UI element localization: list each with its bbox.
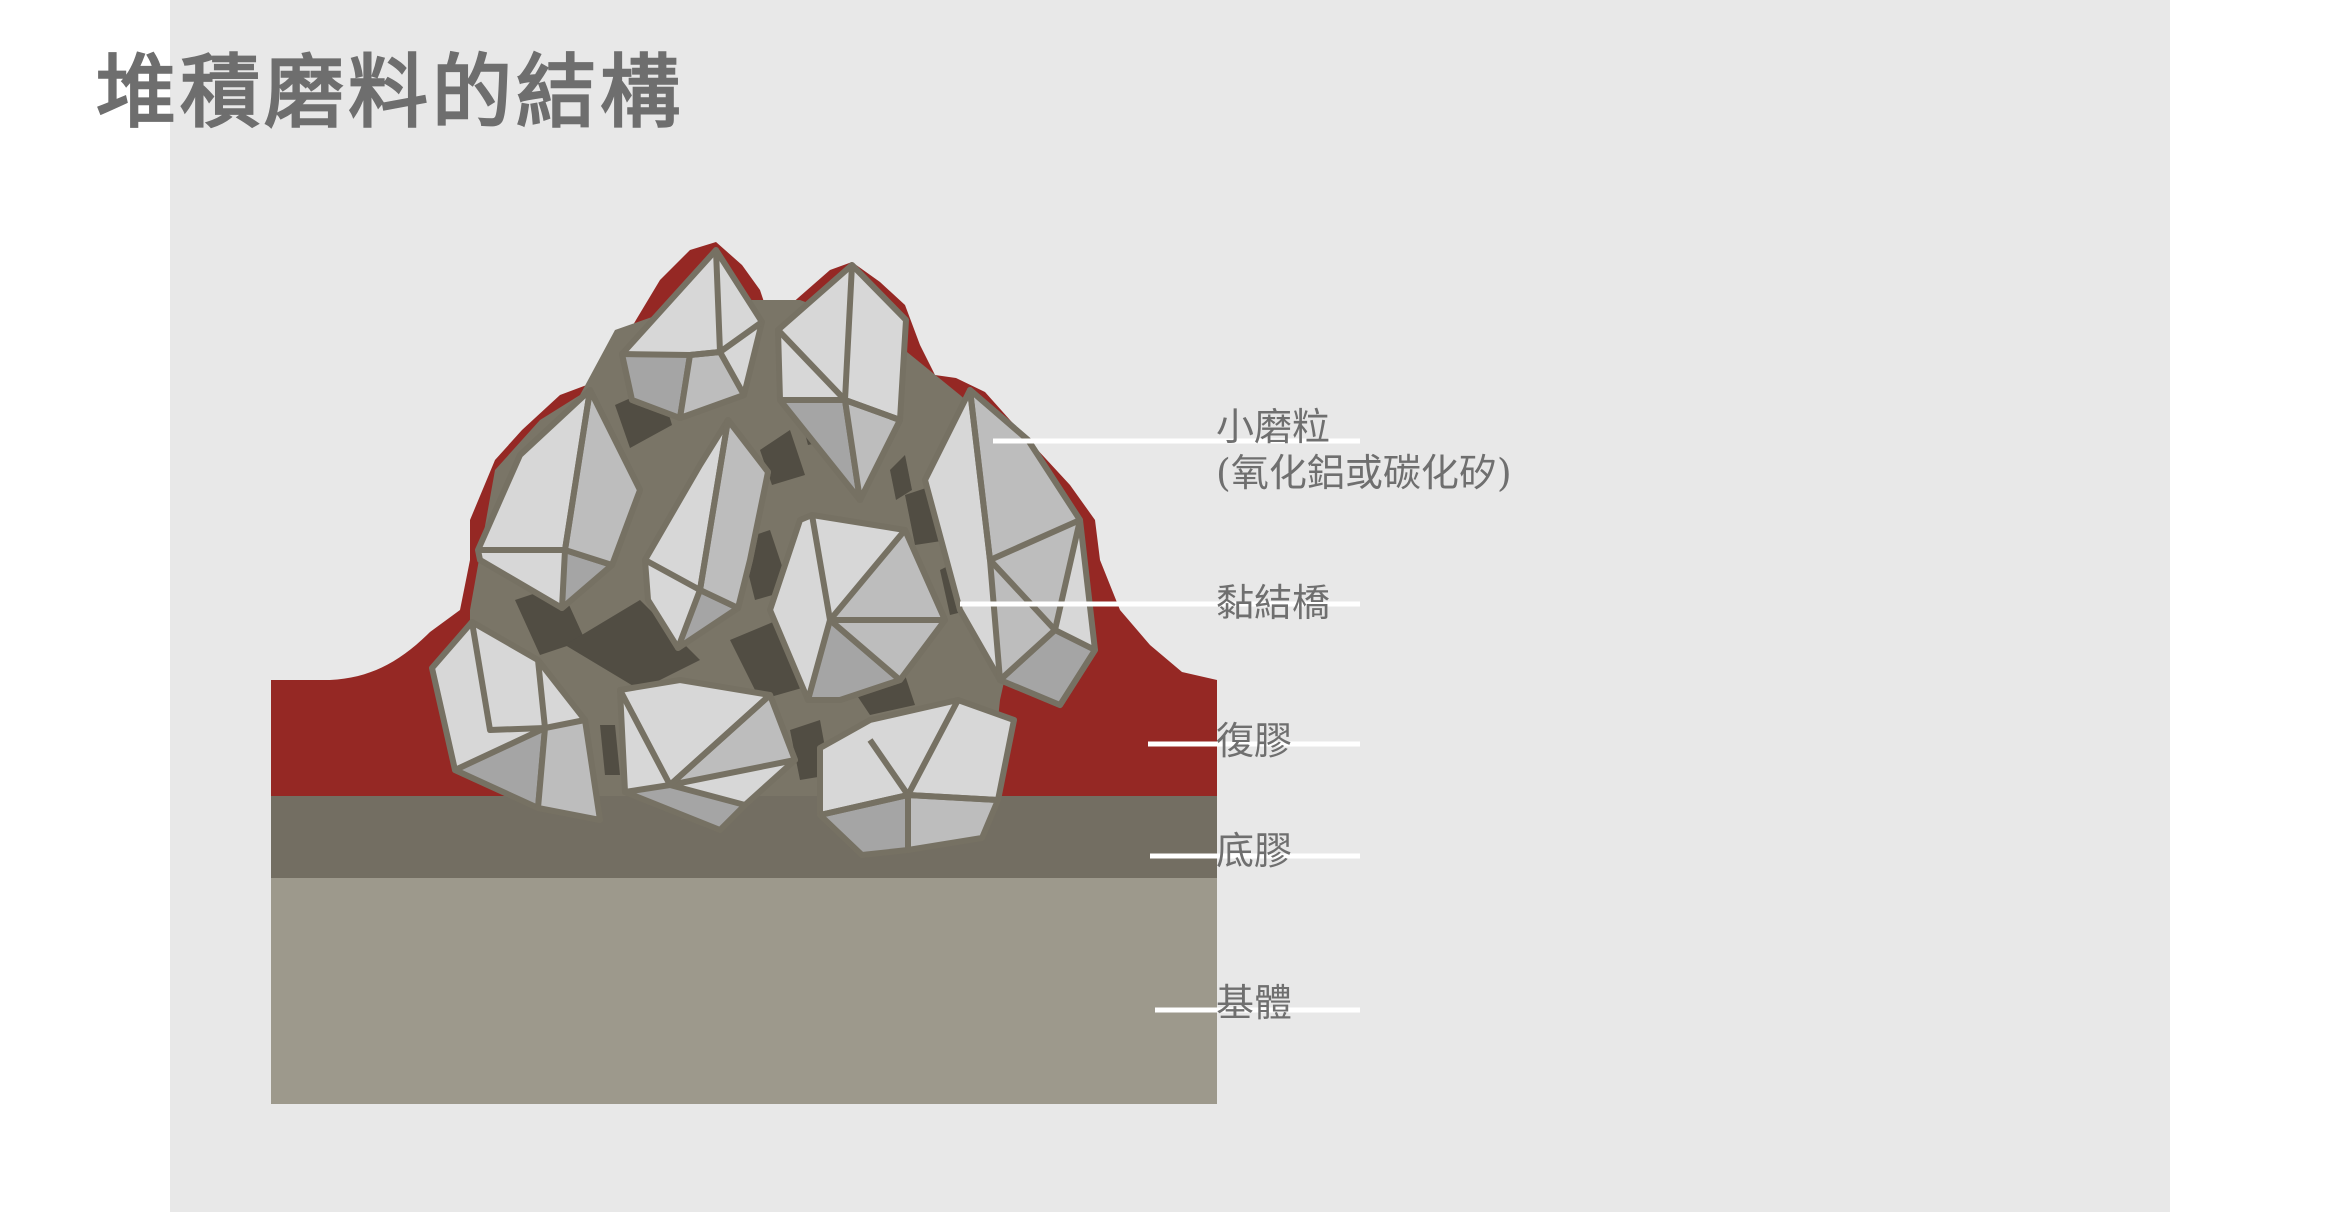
- grain-h: [617, 677, 798, 833]
- label-size-coat: 復膠: [1216, 719, 1293, 763]
- leader-lines: [960, 438, 1360, 1013]
- grain-a: [619, 247, 765, 421]
- label-grain-line2: (氧化鋁或碳化矽): [1216, 451, 1512, 495]
- grain-c: [475, 387, 643, 611]
- page-title: 堆積磨料的結構: [96, 45, 684, 139]
- grain-g: [429, 619, 603, 823]
- label-binder-bridge: 黏結橋: [1216, 581, 1331, 625]
- substrate-layer: [271, 878, 1217, 1104]
- grain-b: [775, 262, 909, 503]
- label-grain: 小磨粒 (氧化鋁或碳化矽): [1216, 404, 1512, 496]
- grain-f: [767, 512, 948, 703]
- abrasive-grains: [429, 247, 1098, 858]
- label-make-coat: 底膠: [1216, 829, 1293, 873]
- label-grain-line1: 小磨粒: [1216, 405, 1331, 449]
- grain-i: [817, 697, 1017, 858]
- label-substrate: 基體: [1216, 981, 1293, 1025]
- grain-d: [642, 417, 771, 651]
- grain-e: [922, 387, 1098, 708]
